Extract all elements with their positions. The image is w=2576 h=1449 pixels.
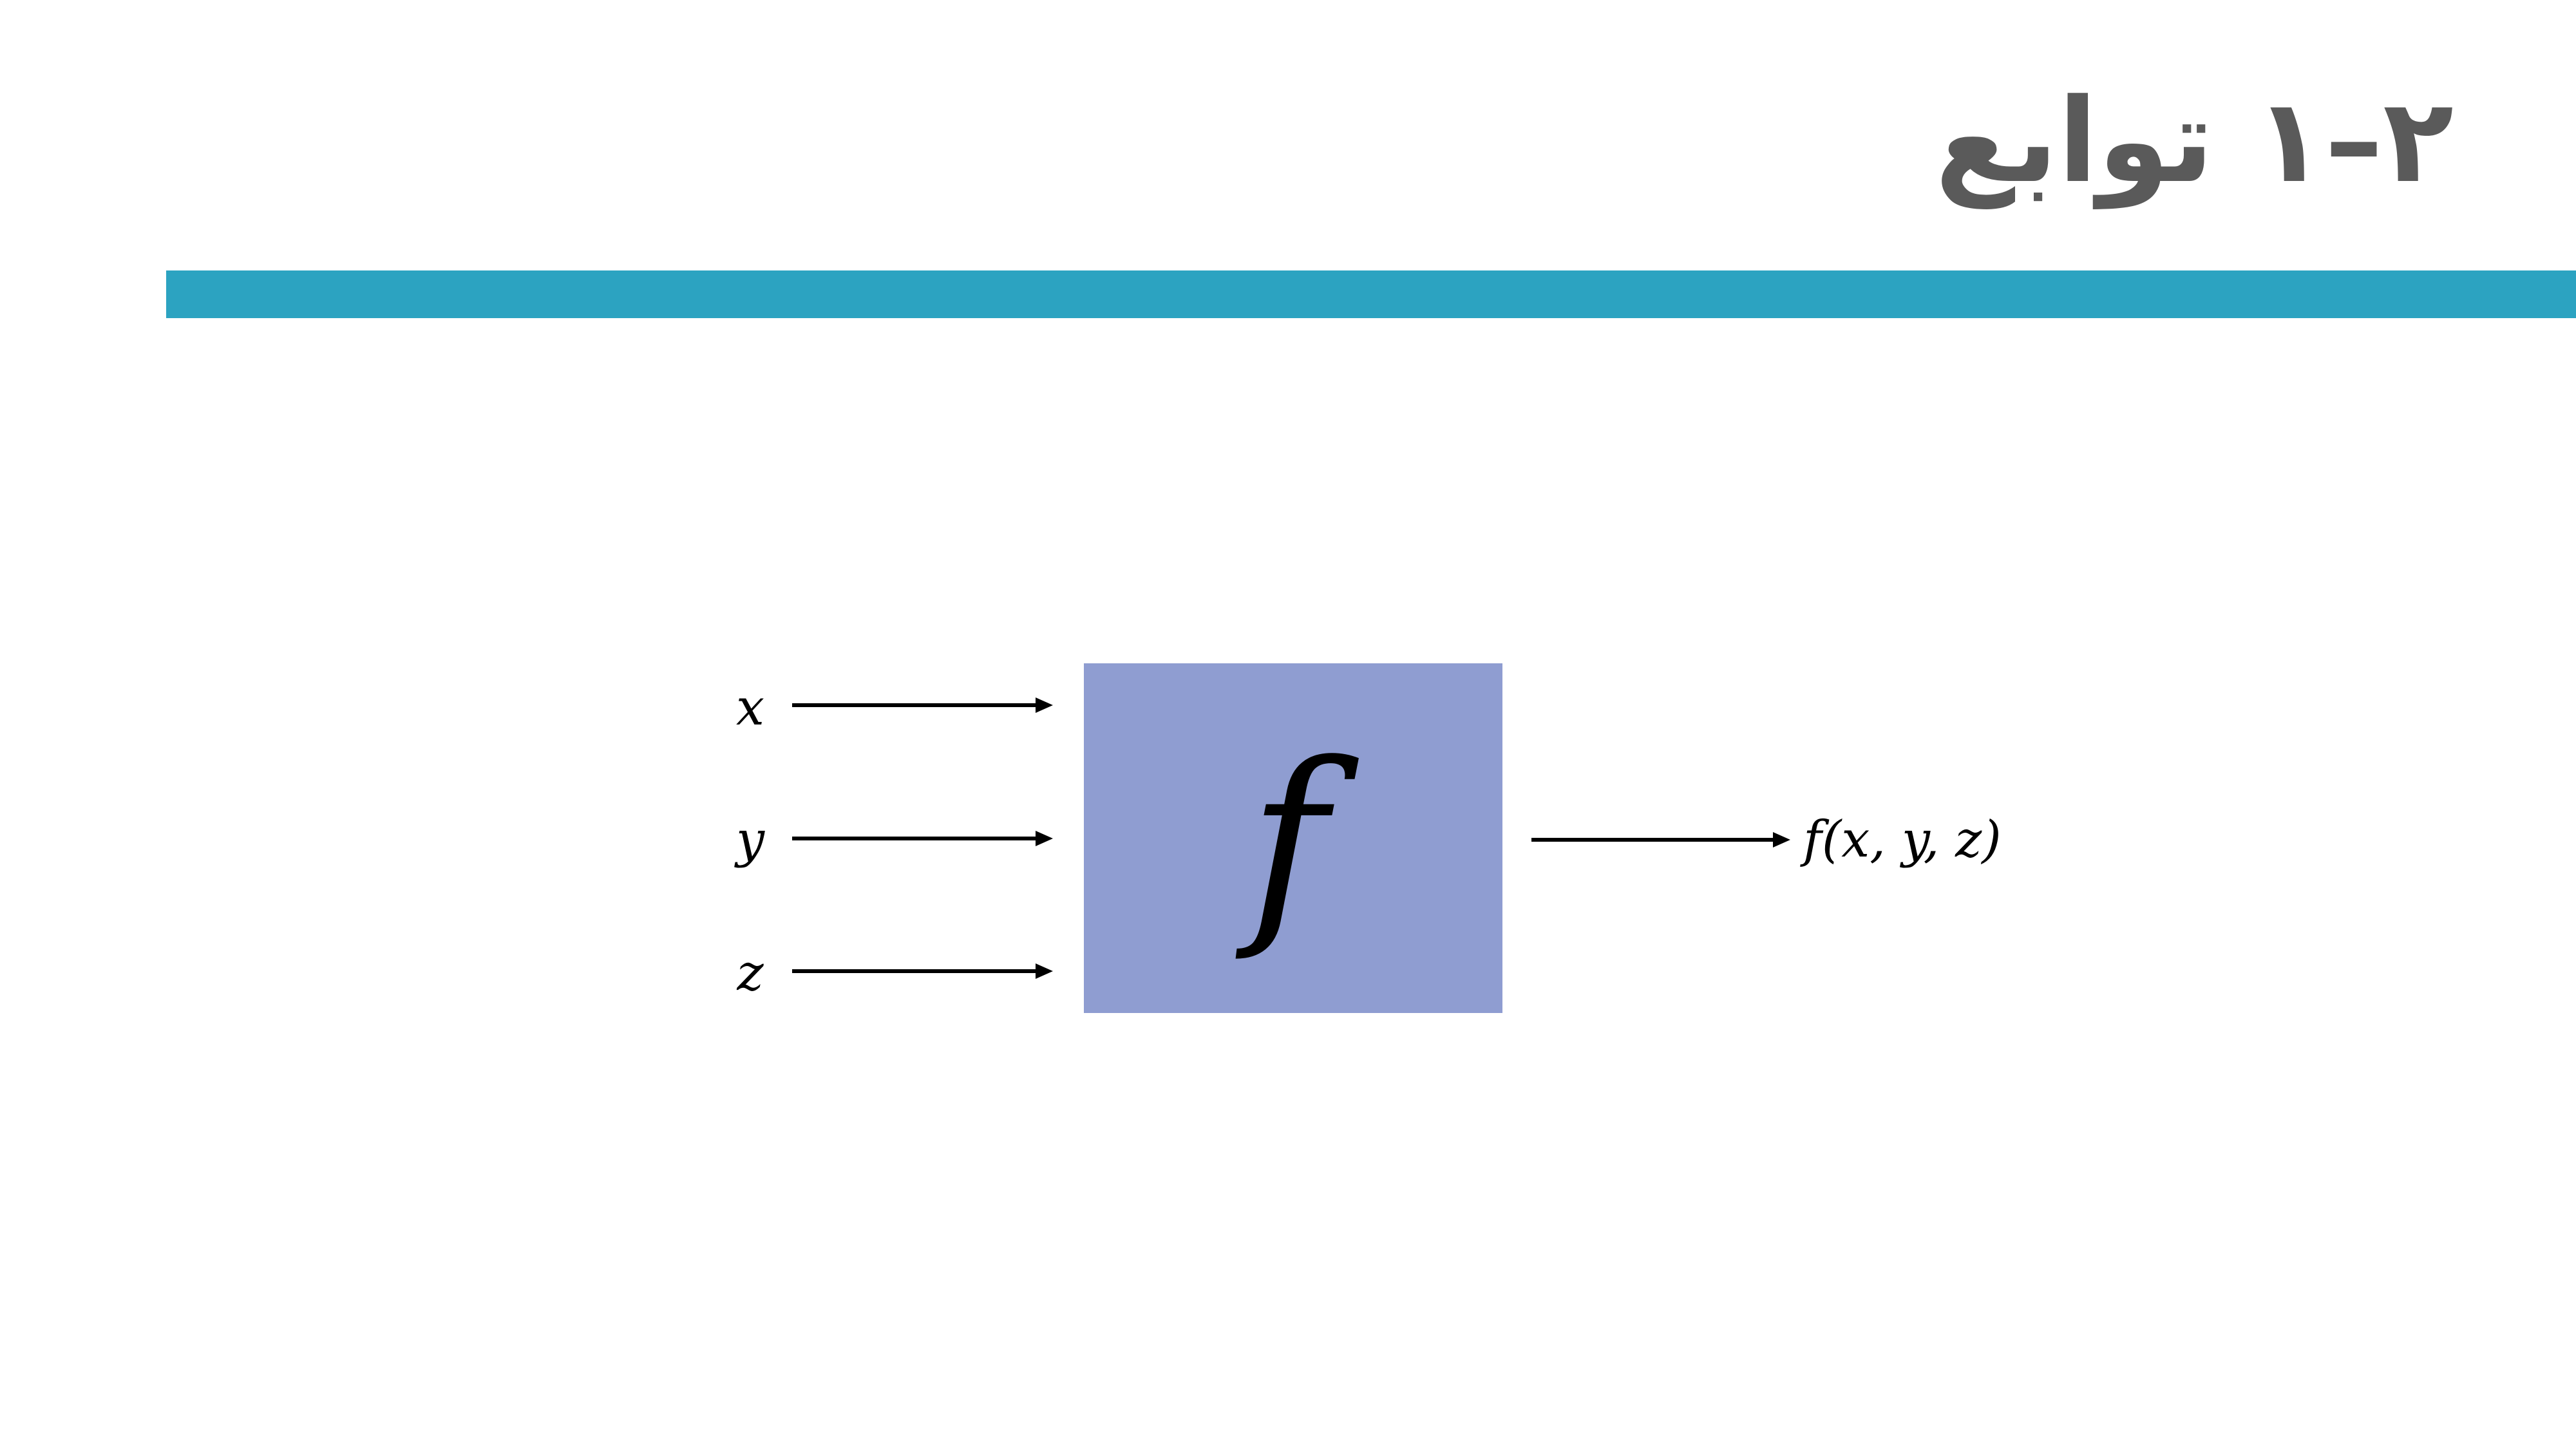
output-label: f(x, y, z) — [1800, 811, 2002, 869]
input-label-x: x — [736, 679, 764, 737]
output-arrow — [1531, 832, 1790, 848]
input-arrow-y — [792, 831, 1053, 846]
input-arrow-x — [792, 697, 1053, 713]
function-box — [1084, 663, 1502, 1013]
slide-title: ۲–۱ توابع — [1935, 74, 2454, 209]
input-label-y: y — [734, 811, 765, 869]
input-label-z: z — [736, 944, 764, 1002]
title-underline-bar — [166, 270, 2576, 318]
input-arrow-z — [792, 963, 1053, 979]
